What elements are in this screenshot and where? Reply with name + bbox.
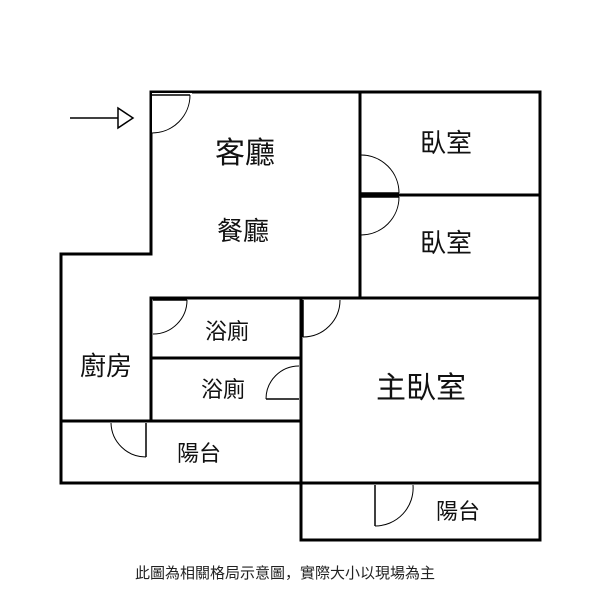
balcony1-door [110,422,147,458]
bath2-door [265,365,300,400]
disclaimer-caption: 此圖為相關格局示意圖，實際大小以現場為主 [135,564,435,582]
room-label-dining: 餐廳 [217,217,269,247]
room-label-bedroom1: 臥室 [420,129,472,159]
walls [59,90,542,542]
bath1-door [152,299,188,335]
entrance-door [151,93,192,134]
master-door [302,299,341,338]
balcony2-door [374,484,414,527]
room-label-living: 客廳 [215,136,275,171]
room-label-balcony2: 陽台 [436,500,480,525]
room-label-balcony1: 陽台 [177,442,221,467]
room-label-kitchen: 廚房 [80,352,132,382]
room-label-bath1: 浴廁 [205,320,249,345]
room-label-master: 主臥室 [376,371,466,406]
bedroom2-door [360,196,400,236]
bedroom1-door [360,154,400,194]
room-label-bath2: 浴廁 [201,378,245,403]
room-label-bedroom2: 臥室 [420,229,472,259]
entrance-arrow-icon [70,106,135,130]
